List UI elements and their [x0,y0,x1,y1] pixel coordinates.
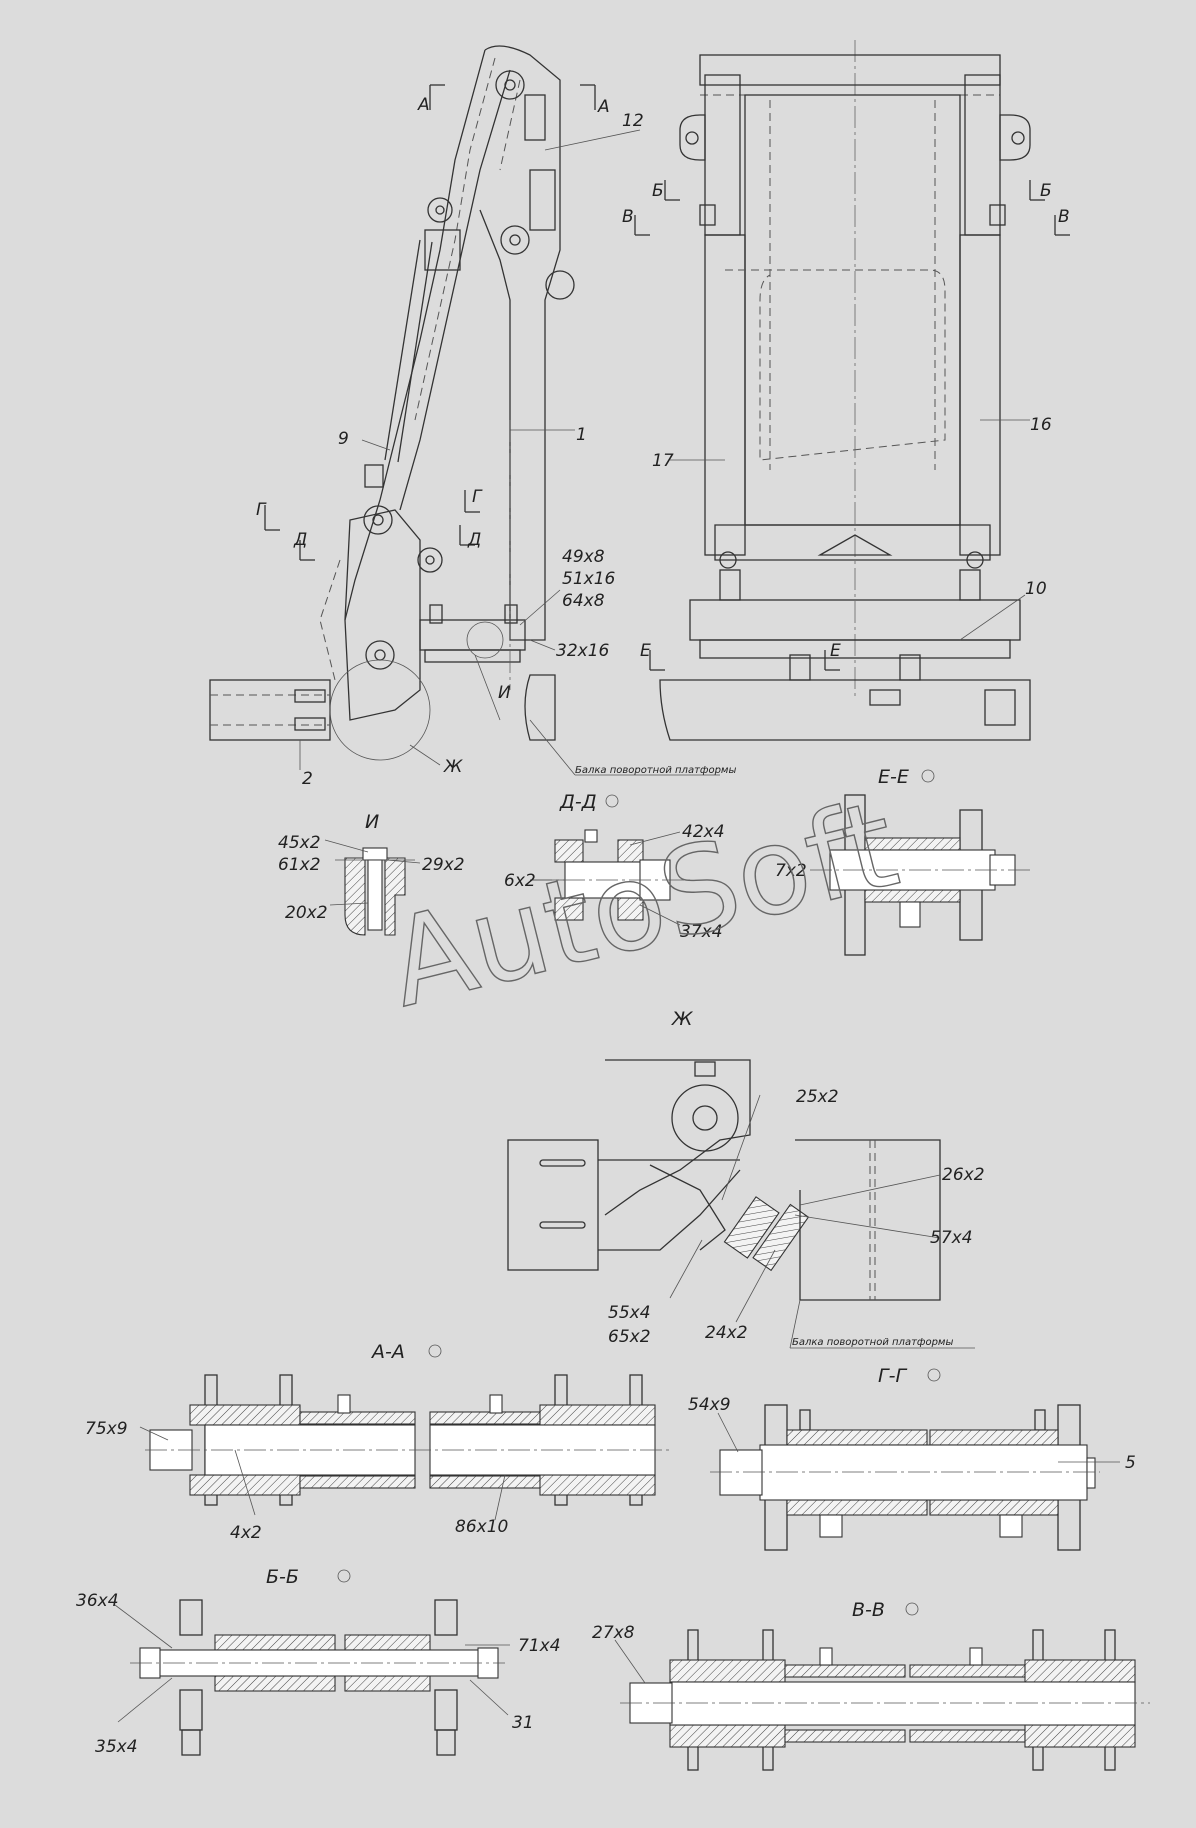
position-31: 31 [512,1713,534,1733]
qty-42: 42х4 [682,822,725,842]
section-vv [614,1629,1150,1771]
section-gg [710,1404,1120,1551]
qty-36: 36х4 [76,1591,119,1611]
qty-20: 20х2 [285,903,328,923]
qty-75: 75х9 [85,1419,128,1439]
qty-71: 71х4 [518,1636,561,1656]
title-detail-zh: Ж [671,1008,694,1030]
title-section-aa: А-А [370,1341,405,1363]
qty-29: 29х2 [422,855,465,875]
section-bb [114,1599,510,1756]
qty-49: 49х8 [562,547,605,567]
position-16: 16 [1030,415,1052,435]
qty-64: 64х8 [562,591,605,611]
title-detail-i: И [365,811,379,833]
watermark: AutoSoft [376,775,910,1035]
rotation-mark-dd [605,794,619,808]
qty-26: 26х2 [942,1165,985,1185]
position-9: 9 [338,429,349,449]
position-10: 10 [1025,579,1047,599]
qty-27: 27х8 [592,1623,635,1643]
section-mark-b-left: Б [652,181,664,201]
qty-7: 7х2 [775,861,807,881]
rotation-mark-aa [428,1344,442,1358]
position-1: 1 [576,425,587,445]
qty-45: 45х2 [278,833,321,853]
section-ee [810,794,1030,956]
section-mark-g-left: Г [256,500,267,520]
position-2: 2 [302,769,313,789]
title-section-bb: Б-Б [266,1566,299,1588]
title-section-ee: Е-Е [878,766,909,788]
title-section-gg: Г-Г [878,1365,907,1387]
section-mark-d-left: Д [293,530,307,550]
qty-6: 6х2 [504,871,536,891]
section-aa [139,1374,670,1521]
qty-25: 25х2 [796,1087,839,1107]
qty-86: 86х10 [455,1517,508,1537]
rotation-mark-ee [921,769,935,783]
qty-54: 54х9 [688,1395,731,1415]
position-5: 5 [1125,1453,1136,1473]
qty-24: 24х2 [705,1323,748,1343]
section-mark-a-left: А [417,95,430,115]
title-section-dd: Д-Д [559,791,597,813]
section-dd [530,829,690,926]
rotation-mark-vv [905,1602,919,1616]
qty-35: 35х4 [95,1737,138,1757]
qty-57: 57х4 [930,1228,973,1248]
section-mark-a-right: А [597,97,610,117]
qty-32: 32х16 [556,641,610,661]
qty-37: 37х4 [680,922,723,942]
section-mark-b-right: Б [1040,181,1052,201]
detail-i [324,839,421,936]
detail-mark-zh: Ж [443,757,463,777]
qty-51: 51х16 [562,569,616,589]
qty-55: 55х4 [608,1303,651,1323]
rotation-mark-gg [927,1368,941,1382]
section-mark-g-right: Г [472,487,483,507]
beam-label-detail: Балка поворотной платформы [792,1337,953,1348]
position-17: 17 [652,451,674,471]
section-mark-v-right: В [1058,207,1070,227]
section-mark-e-right: Е [830,641,841,661]
title-section-vv: В-В [852,1599,885,1621]
detail-mark-i: И [498,683,511,703]
rotation-mark-bb [337,1569,351,1583]
position-12: 12 [622,111,644,131]
beam-label-top: Балка поворотной платформы [575,765,736,776]
qty-65: 65х2 [608,1327,651,1347]
side-view [209,45,720,776]
section-mark-v-left: В [622,207,634,227]
qty-4: 4х2 [230,1523,262,1543]
front-view [634,40,1070,741]
detail-zh [507,1059,975,1349]
section-mark-d-right: Д [467,530,481,550]
qty-61: 61х2 [278,855,321,875]
section-mark-e-left: Е [640,641,651,661]
